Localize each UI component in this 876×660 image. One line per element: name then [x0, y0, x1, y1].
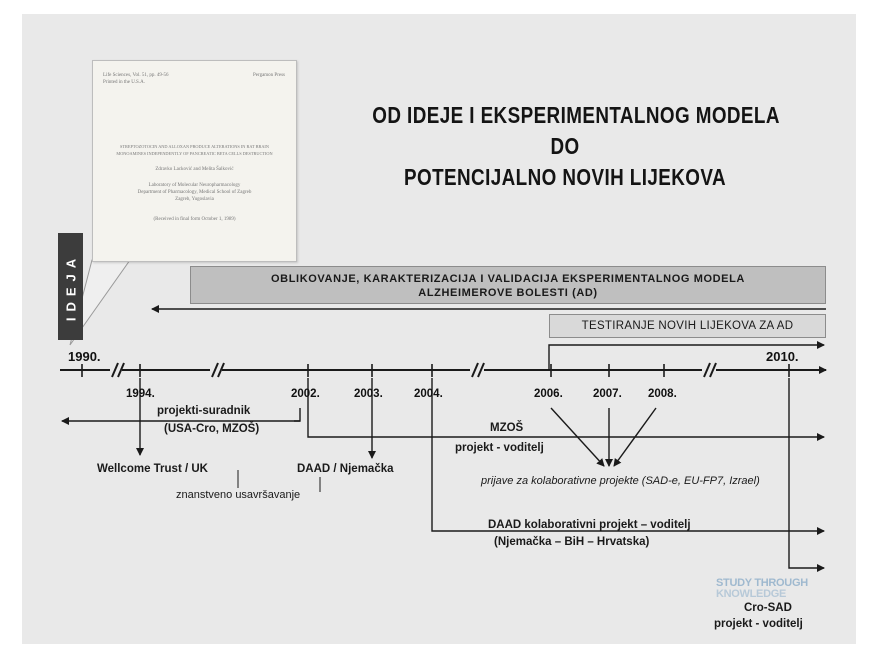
mzos-span-arrow [307, 378, 825, 441]
year-2010: 2010. [766, 349, 799, 364]
paper-thumbnail: Life Sciences, Vol. 51, pp. 49-56 Printe… [92, 60, 297, 262]
paper-affil-3: Zagreb, Yugoslavia [175, 197, 214, 202]
paper-affil-1: Laboratory of Molecular Neuropharmacolog… [148, 183, 241, 188]
year-1994: 1994. [126, 388, 155, 400]
paper-affil-2: Department of Pharmacology, Medical Scho… [137, 190, 252, 195]
paper-header-right: Pergamon Press [253, 73, 285, 78]
model-bar-line-2: ALZHEIMEROVE BOLESTI (AD) [418, 287, 598, 299]
year-2006: 2006. [534, 388, 563, 400]
paper-header-left-1: Life Sciences, Vol. 51, pp. 49-56 [103, 73, 169, 78]
mzos-label-2: projekt - voditelj [455, 442, 544, 454]
year-2007: 2007. [593, 388, 622, 400]
daad-kolab-span-arrow [431, 378, 825, 535]
daad-kolab-label-2: (Njemačka – BiH – Hrvatska) [494, 536, 650, 548]
year-2004: 2004. [414, 388, 443, 400]
year-2003: 2003. [354, 388, 383, 400]
paper-header-left-2: Printed in the U.S.A. [103, 80, 145, 85]
title-line-3: POTENCIJALNO NOVIH LIJEKOVA [404, 164, 726, 190]
ideja-label: IDEJA [63, 252, 78, 321]
year-2008: 2008. [648, 388, 677, 400]
daad-kolab-label-1: DAAD kolaborativni projekt – voditelj [488, 519, 691, 531]
paper-title-1: STREPTOZOTOCIN AND ALLOXAN PRODUCE ALTER… [120, 144, 269, 149]
usavrsavanje-label: znanstveno usavršavanje [176, 489, 301, 501]
testing-bar: TESTIRANJE NOVIH LIJEKOVA ZA AD [549, 314, 826, 338]
cro-sad-label-2: projekt - voditelj [714, 618, 803, 630]
cro-sad-span-arrow [788, 378, 825, 572]
main-timeline [60, 362, 827, 378]
cro-sad-label-1: Cro-SAD [744, 602, 792, 614]
prijave-label: prijave za kolaborativne projekte (SAD-e… [481, 475, 760, 487]
suradnik-label-1: projekti-suradnik [157, 405, 251, 417]
title-line-2: DO [550, 133, 580, 159]
model-bar: OBLIKOVANJE, KARAKTERIZACIJA I VALIDACIJ… [190, 266, 826, 304]
daad-njemacka-label: DAAD / Njemačka [297, 463, 394, 475]
testing-span-arrow [548, 341, 825, 370]
logo-text-2: KNOWLEDGE [716, 588, 787, 600]
paper-received: (Received in final form October 1, 1989) [153, 217, 236, 222]
suradnik-label-2: (USA-Cro, MZOŠ) [164, 423, 260, 435]
paper-title-2: MONOAMINES INDEPENDENTLY OF PANCREATIC B… [116, 151, 273, 156]
year-2002: 2002. [291, 388, 320, 400]
wellcome-label: Wellcome Trust / UK [97, 463, 208, 475]
paper-authors: Zdravko Lacković and Melita Šalković [155, 167, 234, 172]
title-line-1: OD IDEJE I EKSPERIMENTALNOG MODELA [372, 102, 780, 128]
mzos-label-1: MZOŠ [490, 422, 524, 434]
study-through-knowledge-logo: STUDY THROUGH KNOWLEDGE [716, 578, 808, 600]
slide-title: OD IDEJE I EKSPERIMENTALNOG MODELA DO PO… [372, 100, 780, 193]
year-ticks [81, 364, 790, 377]
ideja-label-box: IDEJA [58, 233, 83, 340]
year-1990: 1990. [68, 349, 101, 364]
logo-text-1: STUDY THROUGH [716, 577, 808, 589]
model-bar-line-1: OBLIKOVANJE, KARAKTERIZACIJA I VALIDACIJ… [271, 273, 745, 285]
